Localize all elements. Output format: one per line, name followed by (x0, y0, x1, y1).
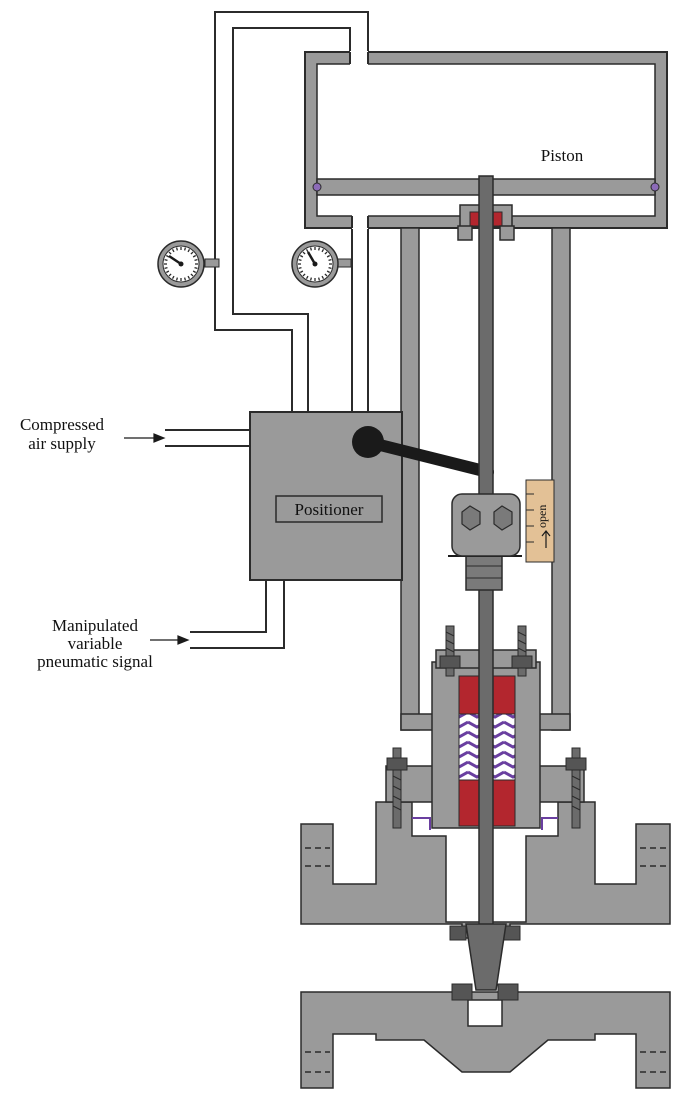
supply-pressure-gauge (157, 240, 220, 288)
feedback-lever (362, 436, 494, 478)
gauge-tick (192, 270, 197, 274)
travel-indicator: open (525, 479, 555, 563)
signal-label-line3: pneumatic signal (37, 652, 153, 671)
signal-label-line1: Manipulated (52, 616, 138, 635)
gauge-tick (190, 273, 194, 277)
gauge-tick (324, 273, 328, 277)
bonnet-studs (386, 625, 587, 829)
piston-seal-right (650, 182, 660, 192)
gauge-tick (194, 266, 198, 270)
gauge-tick (168, 251, 172, 255)
flange-bolt-lines (305, 847, 666, 1073)
signal-label-line2: variable (68, 634, 123, 653)
gauge-tick (165, 254, 170, 258)
gauge-tick (324, 251, 328, 255)
gauge-tick (187, 248, 191, 253)
valve-plug (465, 923, 507, 991)
connector-bolt-left (461, 505, 481, 531)
gauge-tick (299, 270, 304, 274)
positioner-label: Positioner (295, 500, 364, 519)
lever-pivot (352, 426, 384, 458)
gauge-tick (326, 254, 331, 258)
stem-connector (448, 493, 522, 591)
output-pressure-gauge (291, 240, 352, 288)
gauge-tick (305, 248, 309, 253)
gauge-tick (328, 258, 332, 262)
gauge-tick (298, 266, 302, 270)
input-arrows (124, 433, 190, 645)
gauge-tick (298, 258, 302, 262)
gauge-tick (190, 251, 194, 255)
indicator-label: open (535, 505, 549, 528)
gauge-tick (171, 248, 175, 253)
gauge-tick (171, 275, 175, 280)
gauge-tick (164, 258, 168, 262)
gauge-tick (192, 254, 197, 258)
gauge-tick (187, 275, 191, 280)
gauge-tick (164, 266, 168, 270)
air-supply-label-line1: Compressed (20, 415, 105, 434)
gauge-tick (321, 275, 325, 280)
piston-label: Piston (541, 146, 584, 165)
gauge-tick (328, 266, 332, 270)
gauge-tick (194, 258, 198, 262)
gauge-tick (165, 270, 170, 274)
gauge-tick (302, 273, 306, 277)
gauge-tick (302, 251, 306, 255)
gauge-tick (175, 277, 179, 281)
gauge-tick (309, 247, 313, 251)
positioner: Positioner (249, 411, 494, 581)
gauge-tick (183, 247, 187, 251)
gauge-tick (305, 275, 309, 280)
piston-seal-left (312, 182, 322, 192)
pneumatic-tubing (165, 11, 369, 649)
gauge-tick (317, 277, 321, 281)
stud-threads (392, 631, 581, 811)
valve-body (300, 801, 671, 1089)
gauge-tick (175, 247, 179, 251)
gauge-tick (299, 254, 304, 258)
gauge-tick (321, 248, 325, 253)
gauge-tick (326, 270, 331, 274)
positioner-label-box (275, 495, 383, 523)
gauge-tick (317, 247, 321, 251)
air-supply-label-line2: air supply (28, 434, 96, 453)
valve-seat (449, 925, 521, 1001)
gauge-tick (309, 277, 313, 281)
gauge-tick (183, 277, 187, 281)
connector-bolt-right (493, 505, 513, 531)
gauge-tick (168, 273, 172, 277)
